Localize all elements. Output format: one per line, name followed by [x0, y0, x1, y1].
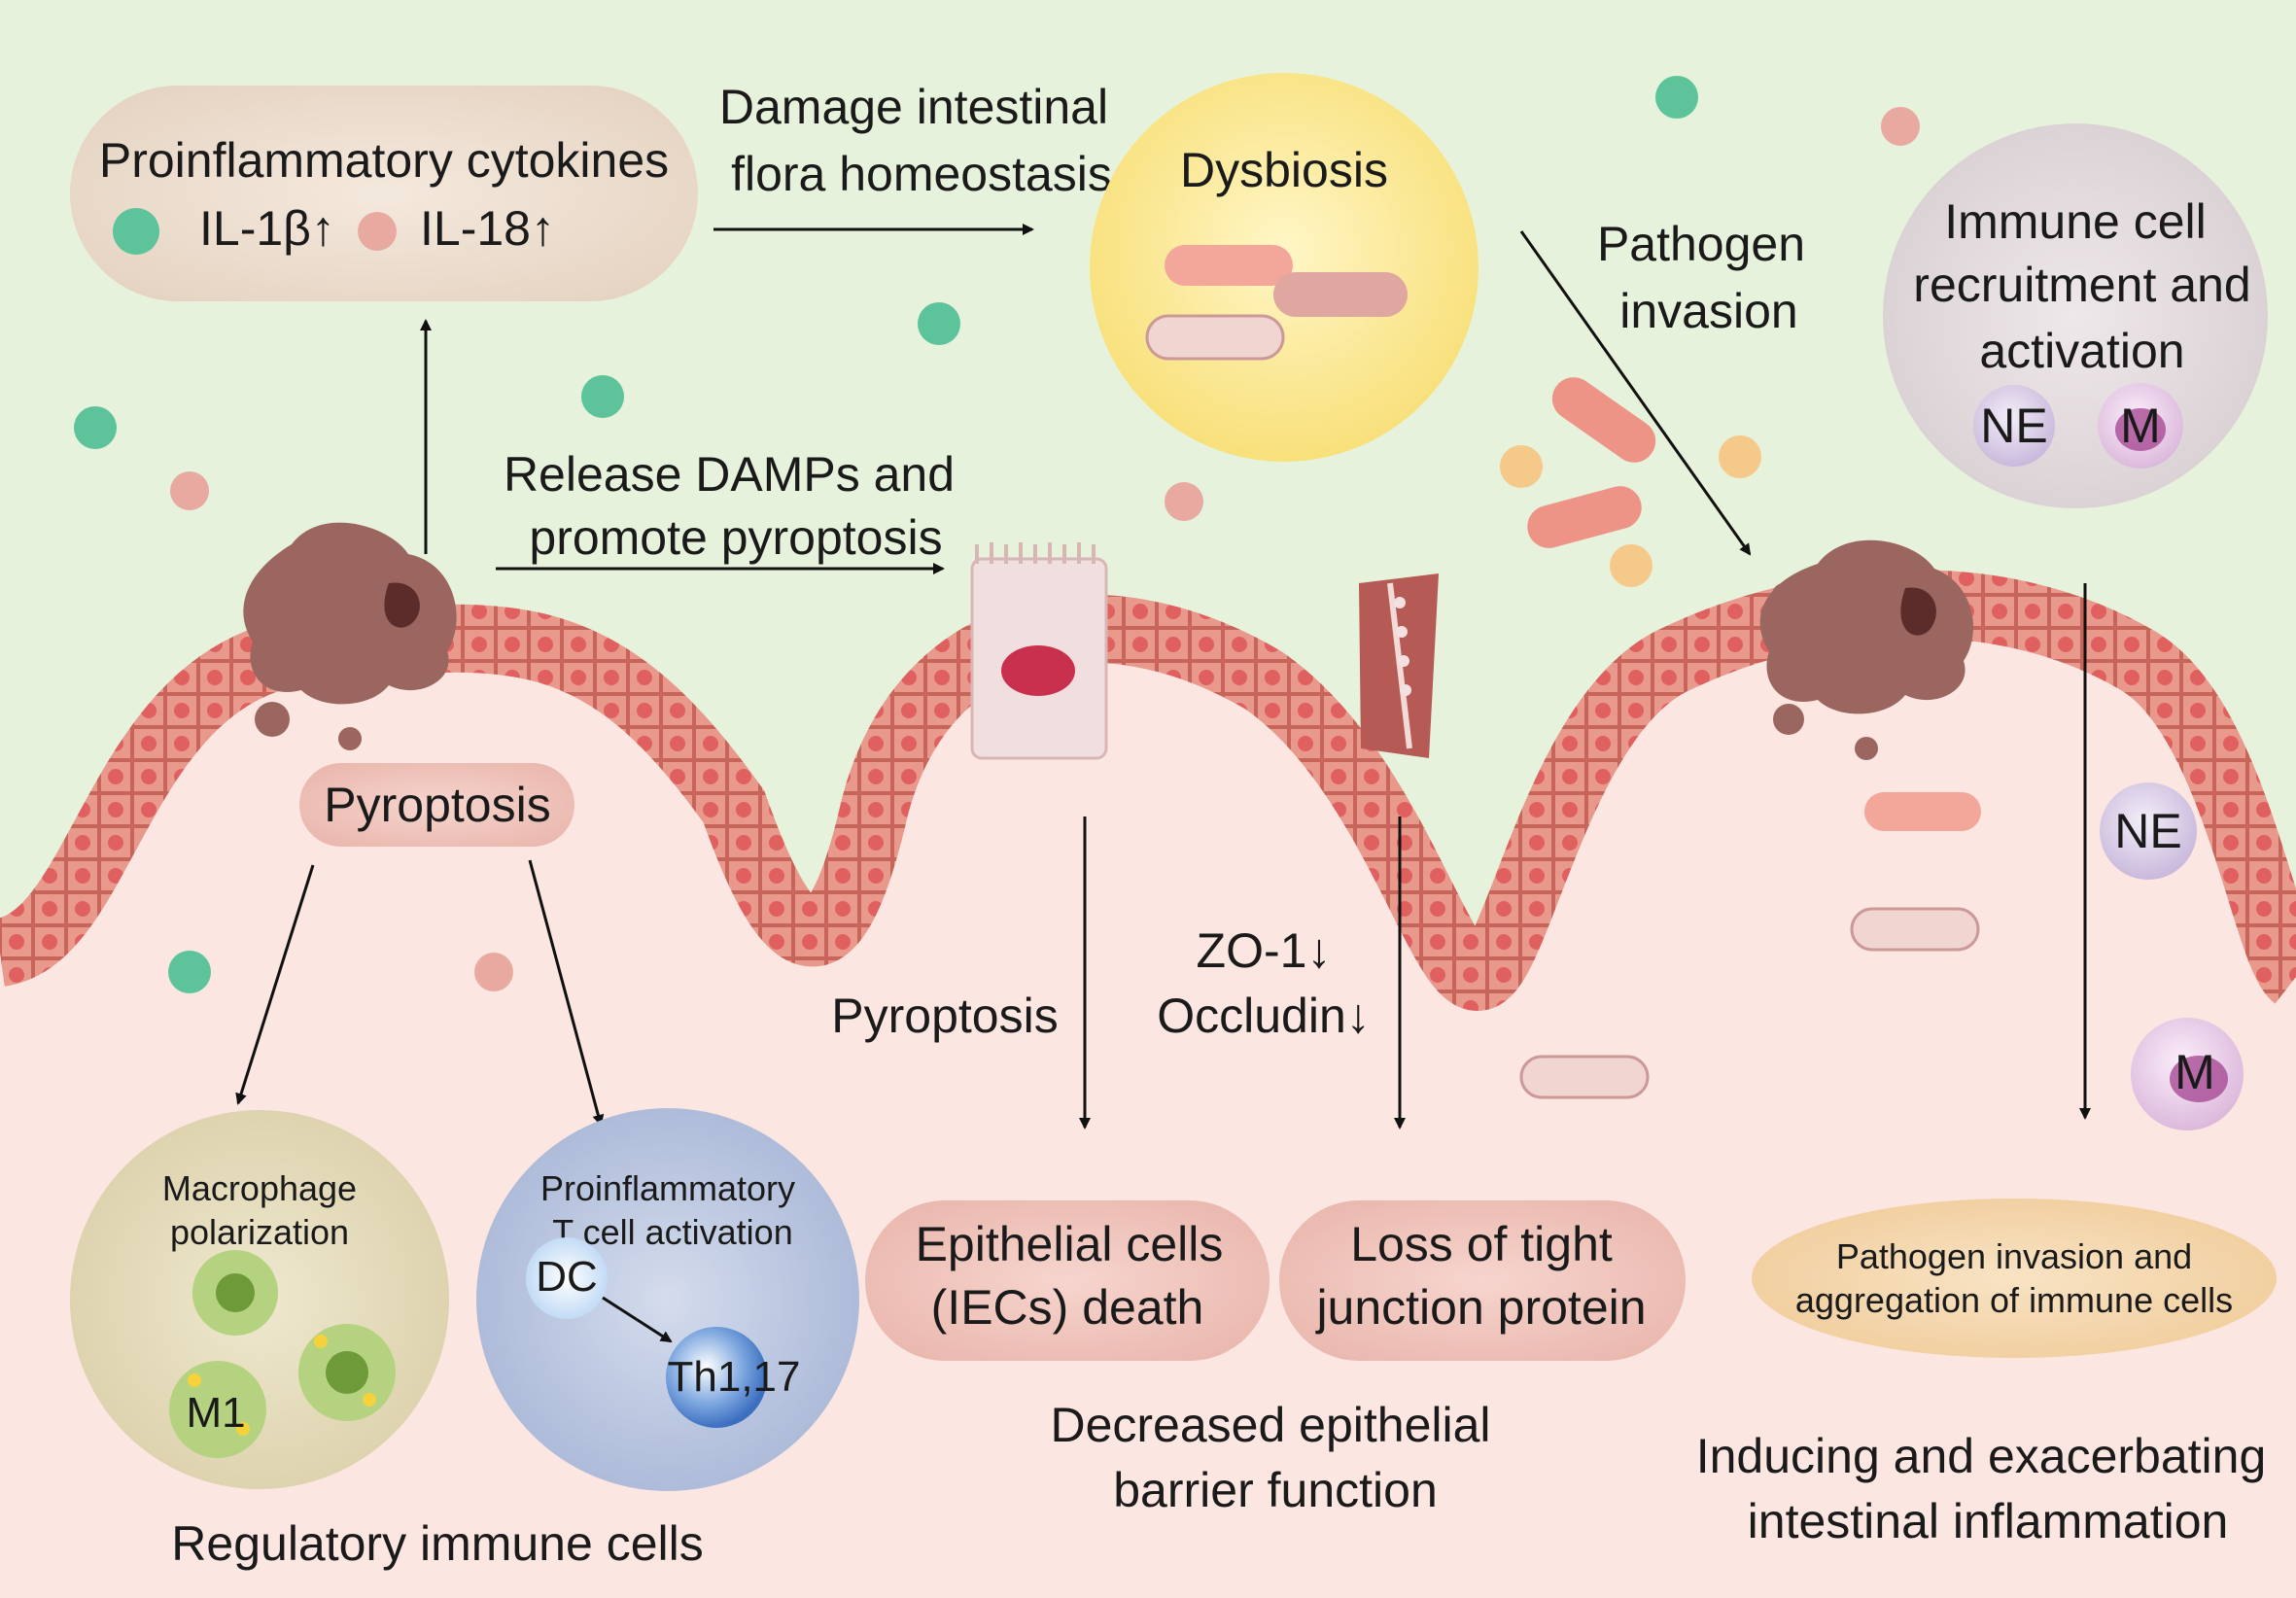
arrow-to-macrophage	[235, 864, 315, 1105]
cytokine-pink-icon	[358, 212, 397, 251]
damps-line2: promote pyroptosis	[529, 510, 942, 565]
il18-label: IL-18↑	[420, 201, 555, 256]
tissue-neutrophil	[2100, 782, 2197, 880]
pyroptotic-cell-right	[1759, 539, 1973, 760]
pathogen-line2: invasion	[1619, 284, 1797, 338]
tissue-bacteria	[1519, 792, 1981, 1099]
flora-line1: Damage intestinal	[719, 80, 1108, 134]
tcell-line1: Proinflammatory	[540, 1168, 795, 1208]
immune-recruit-line3: activation	[1979, 324, 2184, 378]
cytokines-title: Proinflammatory cytokines	[99, 133, 669, 188]
inducing-caption-line2: intestinal inflammation	[1748, 1494, 2229, 1548]
loss-tj-line1: Loss of tight	[1350, 1217, 1613, 1271]
pathogen-line1: Pathogen	[1597, 217, 1805, 271]
arrow-pathogen-invasion	[1519, 230, 1752, 556]
barrier-caption-line1: Decreased epithelial	[1050, 1398, 1490, 1452]
epithelial-death-line1: Epithelial cells	[916, 1217, 1224, 1271]
th-cell-icon	[666, 1327, 767, 1428]
macrophage-cells-icon	[169, 1250, 396, 1458]
pyroptosis-pill-label: Pyroptosis	[324, 778, 550, 832]
pyroptosis-side-label: Pyroptosis	[831, 989, 1058, 1043]
arrow-dc-to-th	[602, 1296, 673, 1343]
macrophage-line1: Macrophage	[162, 1168, 357, 1208]
cytokine-green-icon	[113, 208, 159, 255]
cytokines-pill	[70, 86, 698, 301]
immune-recruit-m: M	[2120, 399, 2161, 453]
flora-line2: flora homeostasis	[731, 147, 1112, 201]
damps-line1: Release DAMPs and	[504, 447, 955, 502]
th-label: Th1,17	[668, 1353, 801, 1401]
aggregation-line2: aggregation of immune cells	[1795, 1280, 2233, 1320]
epithelial-cell-highlight	[970, 542, 1108, 760]
neutrophil-icon	[1973, 385, 2055, 467]
zo1-label: ZO-1↓	[1197, 923, 1332, 978]
pathogen-bacteria	[1500, 377, 1761, 587]
immune-recruit-ne: NE	[1980, 399, 2047, 453]
pyroptosis-pill	[299, 763, 574, 847]
tight-junction-gap	[1359, 573, 1439, 758]
occludin-label: Occludin↓	[1157, 989, 1371, 1043]
tissue-m-label: M	[2174, 1045, 2215, 1099]
epithelial-death-pill	[865, 1200, 1270, 1361]
aggregation-ellipse	[1752, 1198, 2277, 1358]
aggregation-line1: Pathogen invasion and	[1836, 1236, 2192, 1276]
il1b-label: IL-1β↑	[199, 201, 335, 256]
immune-recruit-line2: recruitment and	[1913, 258, 2250, 312]
tcell-line2: T cell activation	[552, 1212, 792, 1252]
dc-label: DC	[536, 1253, 598, 1301]
regulatory-caption: Regulatory immune cells	[171, 1516, 703, 1571]
immune-recruit-circle	[1883, 123, 2268, 508]
barrier-caption-line2: barrier function	[1113, 1463, 1438, 1517]
inducing-caption-line1: Inducing and exacerbating	[1696, 1429, 2267, 1483]
pyroptotic-cell-left	[243, 522, 457, 750]
arrow-to-tcell	[528, 859, 605, 1127]
macrophage-line2: polarization	[170, 1212, 349, 1252]
loss-tj-line2: junction protein	[1314, 1280, 1646, 1335]
m1-label: M1	[186, 1389, 245, 1437]
immune-recruit-line1: Immune cell	[1944, 194, 2207, 249]
dysbiosis-title: Dysbiosis	[1180, 143, 1388, 197]
epithelial-death-line2: (IECs) death	[931, 1280, 1204, 1335]
tissue-ne-label: NE	[2114, 804, 2181, 858]
dendritic-cell-icon	[526, 1237, 608, 1319]
loss-tj-pill	[1279, 1200, 1686, 1361]
dysbiosis-bacteria	[1145, 245, 1408, 361]
